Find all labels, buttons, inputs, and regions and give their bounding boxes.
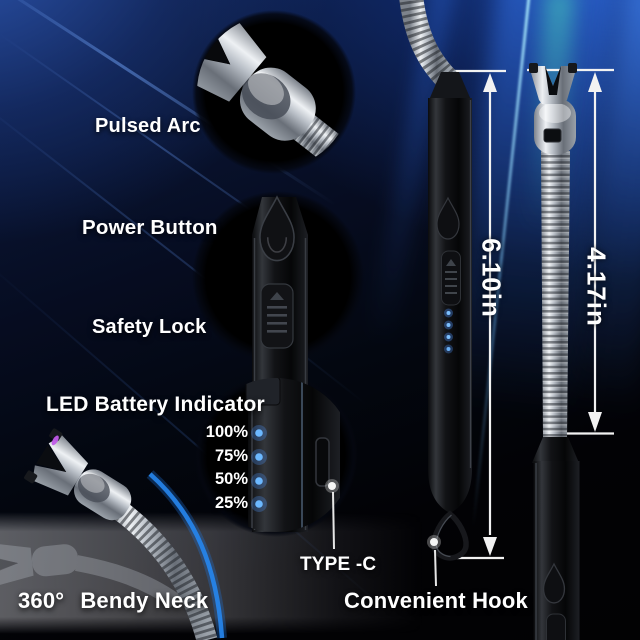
- convenient-hook-label: Convenient Hook: [344, 588, 528, 613]
- power-button-label: Power Button: [82, 216, 218, 239]
- pulsed-arc-spark: [51, 435, 59, 446]
- handle-cone: [532, 437, 579, 463]
- bendy-neck-degree: 360°: [18, 588, 65, 613]
- lighter-neck-view: [529, 63, 580, 640]
- handle-cone: [429, 72, 471, 100]
- fork-head: [529, 66, 577, 104]
- battery-level-50: 50%: [214, 470, 248, 489]
- blue-swoosh: [148, 472, 225, 639]
- neck-length-measure: 4.17in: [581, 247, 612, 327]
- neck-connector: [245, 378, 281, 406]
- type-c-label: TYPE -C: [300, 554, 377, 575]
- battery-level-list: 100% 75% 50% 25%: [186, 421, 248, 516]
- bendy-neck-text: Bendy Neck: [80, 588, 209, 613]
- type-c-pointer: [325, 479, 339, 550]
- power-button: [436, 196, 460, 240]
- arc-window: [543, 128, 562, 143]
- bendy-neck-ghost: [0, 543, 180, 608]
- safety-lock-label: Safety Lock: [92, 316, 207, 338]
- fork-head: [24, 428, 132, 521]
- bendy-neck-label: 360° Bendy Neck: [18, 588, 208, 614]
- battery-level-75: 75%: [214, 446, 248, 465]
- handle-body: [533, 461, 580, 640]
- bottom-left-light-wedge: [0, 512, 470, 634]
- power-button-closeup: [259, 195, 295, 262]
- led-dots-closeup: [251, 425, 267, 512]
- power-button: [542, 562, 566, 604]
- safety-lock-slider: [546, 613, 566, 640]
- battery-indicator-closeup: [245, 378, 340, 532]
- safety-lock-slider: [441, 250, 461, 306]
- safety-lock-closeup: [260, 283, 294, 349]
- battery-level-25: 25%: [214, 494, 248, 513]
- led-battery-indicator-label: LED Battery Indicator: [46, 393, 265, 416]
- type-c-pointer-dot: [328, 482, 336, 490]
- hanging-hook: [431, 510, 469, 561]
- battery-level-100: 100%: [205, 423, 248, 441]
- hook-pointer-dot: [430, 538, 438, 546]
- led-battery-dots: [444, 308, 453, 354]
- bendy-neck-view: [0, 428, 227, 640]
- type-c-port: [315, 437, 330, 487]
- pulsed-arc-label: Pulsed Arc: [95, 115, 201, 137]
- pulsed-arc-spark: [197, 24, 208, 46]
- hook-pointer: [427, 535, 441, 587]
- lighter-main-view: [399, 0, 472, 561]
- handle-length-measure: 6.10in: [476, 238, 507, 318]
